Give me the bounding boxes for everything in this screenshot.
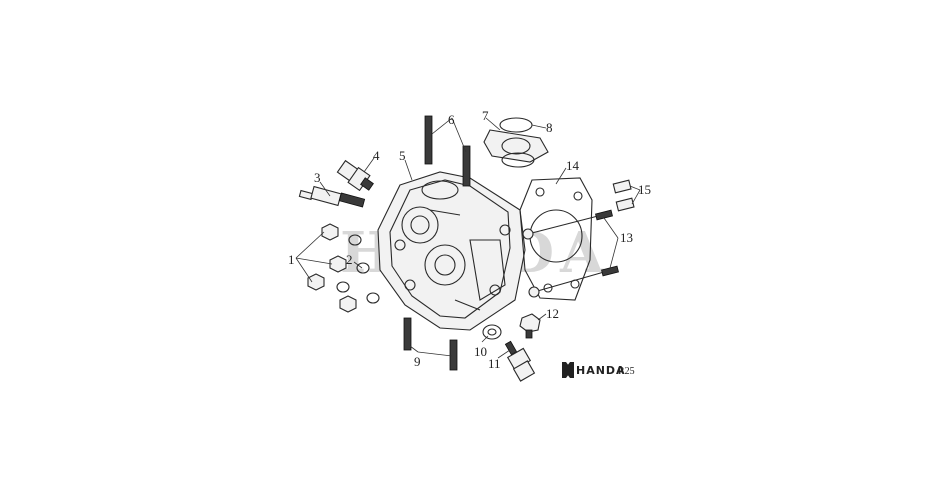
- callout-9: 9: [414, 354, 421, 369]
- callout-2: 2: [346, 252, 353, 267]
- callout-labels: 1 2 3 4 5 6 7 8 9 10 11 12 13 14 15: [288, 108, 651, 371]
- temperature-sender: [336, 159, 374, 192]
- model-code: R25: [618, 366, 635, 377]
- callout-6: 6: [448, 112, 455, 127]
- studs-bottom: [403, 317, 458, 371]
- callout-4: 4: [373, 148, 380, 163]
- spark-plug: [298, 185, 366, 208]
- callout-3: 3: [314, 170, 321, 185]
- cylinder-head: [377, 171, 526, 331]
- callout-1: 1: [288, 252, 295, 267]
- leader-lines: [295, 117, 641, 359]
- callout-5: 5: [399, 148, 406, 163]
- callout-11: 11: [488, 356, 501, 371]
- brand-name: HANDA: [576, 364, 626, 377]
- callout-15: 15: [638, 182, 651, 197]
- temperature-sensor: [504, 340, 536, 382]
- nuts: [307, 223, 357, 313]
- washers: [336, 234, 380, 304]
- callout-10: 10: [474, 344, 487, 359]
- callout-13: 13: [620, 230, 633, 245]
- brand-mark: HANDA R25: [562, 362, 635, 378]
- studs-top: [424, 115, 471, 187]
- flange-bolt: [519, 313, 541, 339]
- intake-gasket: [483, 117, 549, 168]
- handa-logo-icon: [562, 362, 574, 378]
- sealing-washer: [482, 324, 502, 340]
- dowel-pins: [612, 179, 635, 212]
- callout-12: 12: [546, 306, 559, 321]
- callout-14: 14: [566, 158, 580, 173]
- callout-7: 7: [482, 108, 489, 123]
- callout-8: 8: [546, 120, 553, 135]
- long-bolts: [522, 209, 619, 298]
